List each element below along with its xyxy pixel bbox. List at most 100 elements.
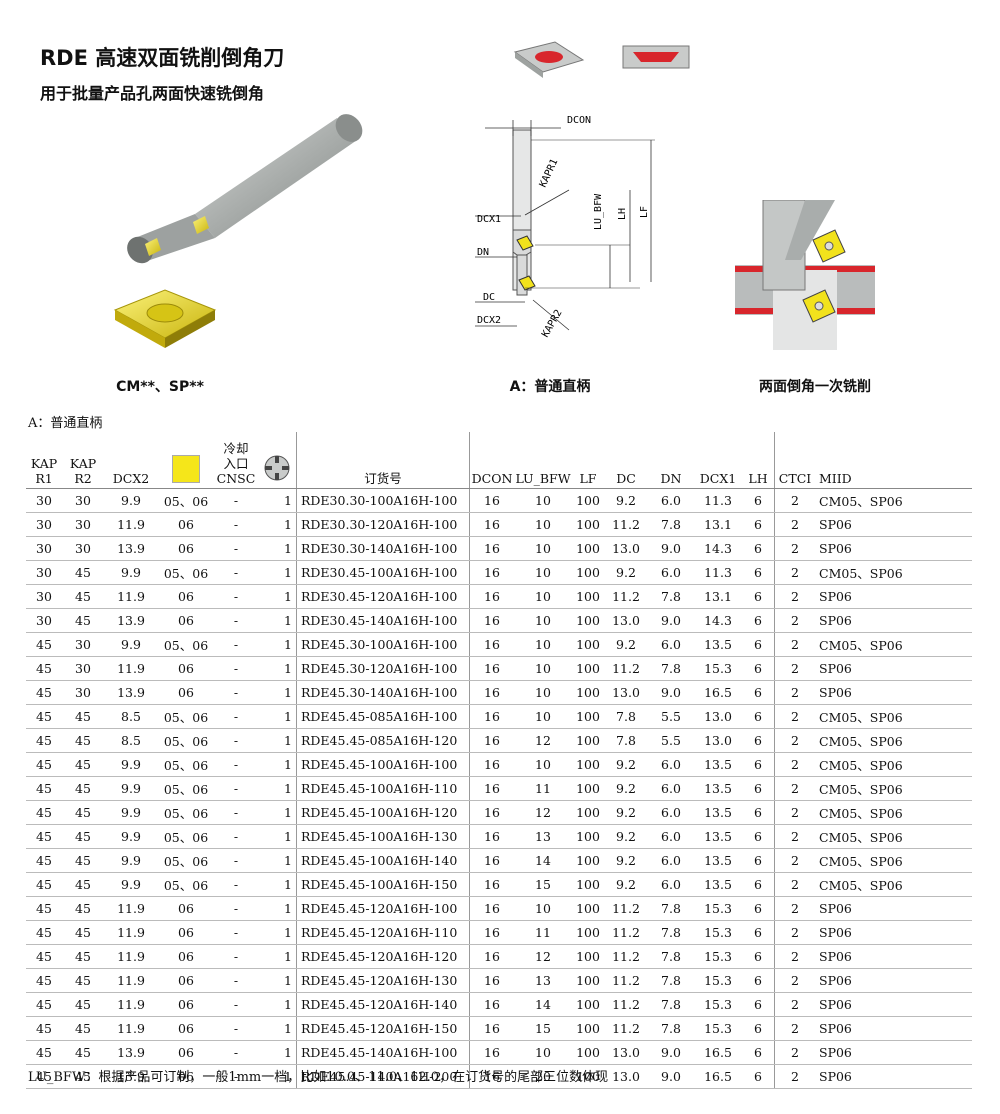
insert-illustration [113, 289, 217, 348]
table-cell: - [214, 488, 258, 513]
table-cell: 05、06 [158, 872, 214, 897]
table-cell: 1 [258, 968, 297, 993]
table-cell: 9.2 [604, 872, 648, 897]
table-cell: 9.2 [604, 800, 648, 825]
table-cell: 9.9 [104, 872, 158, 897]
table-cell: 9.9 [104, 848, 158, 873]
chamfer-caption: 两面倒角一次铣削 [759, 379, 871, 395]
table-cell: RDE45.30-100A16H-100 [296, 632, 470, 657]
table-cell: 2 [774, 872, 815, 897]
col-lh: LH [742, 432, 775, 489]
table-cell: 13.9 [104, 608, 158, 633]
table-cell: 1 [258, 584, 297, 609]
table-cell: RDE45.45-085A16H-100 [296, 704, 470, 729]
table-cell: 13.5 [694, 776, 742, 801]
table-cell: 6 [742, 776, 775, 801]
table-cell: 11.9 [104, 944, 158, 969]
table-cell: 45 [26, 752, 62, 777]
table-cell: 1 [258, 1064, 297, 1089]
table-cell: CM05、SP06 [815, 728, 972, 753]
table-cell: RDE30.45-120A16H-100 [296, 584, 470, 609]
table-cell: 15 [514, 872, 572, 897]
table-cell: 6.0 [648, 632, 694, 657]
dim-dc: DC [483, 292, 495, 303]
table-cell: 1 [258, 1016, 297, 1041]
table-cell: 2 [774, 512, 815, 537]
table-cell: 30 [26, 560, 62, 585]
table-cell: 6 [742, 872, 775, 897]
table-cell: RDE45.45-100A16H-100 [296, 752, 470, 777]
table-cell: 45 [62, 704, 104, 729]
table-cell: RDE45.30-120A16H-100 [296, 656, 470, 681]
table-cell: 45 [26, 896, 62, 921]
table-cell: 11.9 [104, 1016, 158, 1041]
table-cell: 13.9 [104, 1064, 158, 1089]
table-cell: 100 [572, 1040, 604, 1065]
table-cell: 45 [62, 1040, 104, 1065]
table-cell: - [214, 728, 258, 753]
table-cell: 6.0 [648, 824, 694, 849]
table-cell: 11.9 [104, 968, 158, 993]
table-cell: 2 [774, 704, 815, 729]
table-cell: 13.5 [694, 824, 742, 849]
table-cell: 16.5 [694, 1040, 742, 1065]
col-dcon: DCON [469, 432, 514, 489]
table-cell: 11.3 [694, 488, 742, 513]
table-cell: 2 [774, 608, 815, 633]
table-cell: 7.8 [648, 512, 694, 537]
table-cell: 30 [62, 680, 104, 705]
table-cell: 16 [469, 680, 514, 705]
table-cell: CM05、SP06 [815, 704, 972, 729]
table-cell: 10 [514, 512, 572, 537]
table-cell: 6 [742, 1064, 775, 1089]
table-cell: 6.0 [648, 560, 694, 585]
table-cell: 10 [514, 608, 572, 633]
table-cell: RDE45.45-100A16H-120 [296, 800, 470, 825]
table-cell: 06 [158, 968, 214, 993]
table-cell: 30 [26, 488, 62, 513]
table-cell: 11.2 [604, 584, 648, 609]
table-cell: 13.1 [694, 584, 742, 609]
table-cell: 2 [774, 536, 815, 561]
table-cell: 11.2 [604, 512, 648, 537]
table-cell: 2 [774, 968, 815, 993]
table-cell: 2 [774, 752, 815, 777]
shank-caption: A：普通直柄 [509, 379, 591, 395]
table-cell: 7.8 [604, 728, 648, 753]
table-cell: 2 [774, 1064, 815, 1089]
table-cell: 100 [572, 848, 604, 873]
table-cell: 45 [26, 800, 62, 825]
table-cell: SP06 [815, 584, 972, 609]
table-cell: 13.5 [694, 752, 742, 777]
table-cell: CM05、SP06 [815, 560, 972, 585]
table-cell: 100 [572, 488, 604, 513]
table-cell: 11.3 [694, 560, 742, 585]
table-cell: 45 [26, 1040, 62, 1065]
table-cell: 100 [572, 752, 604, 777]
table-cell: 6 [742, 992, 775, 1017]
table-cell: - [214, 536, 258, 561]
coolant-nozzle-icon [264, 455, 290, 481]
table-cell: 100 [572, 992, 604, 1017]
table-cell: - [214, 920, 258, 945]
table-cell: 9.9 [104, 632, 158, 657]
table-cell: 20 [514, 1064, 572, 1089]
table-cell: 11.2 [604, 656, 648, 681]
table-cell: 06 [158, 896, 214, 921]
table-cell: SP06 [815, 680, 972, 705]
table-cell: 6 [742, 656, 775, 681]
table-cell: RDE45.45-120A16H-130 [296, 968, 470, 993]
table-cell: 9.9 [104, 560, 158, 585]
table-cell: 6 [742, 608, 775, 633]
table-cell: 30 [62, 488, 104, 513]
table-cell: 2 [774, 560, 815, 585]
table-cell: 15.3 [694, 896, 742, 921]
dim-lh: LH [617, 208, 628, 220]
table-cell: 16 [469, 848, 514, 873]
